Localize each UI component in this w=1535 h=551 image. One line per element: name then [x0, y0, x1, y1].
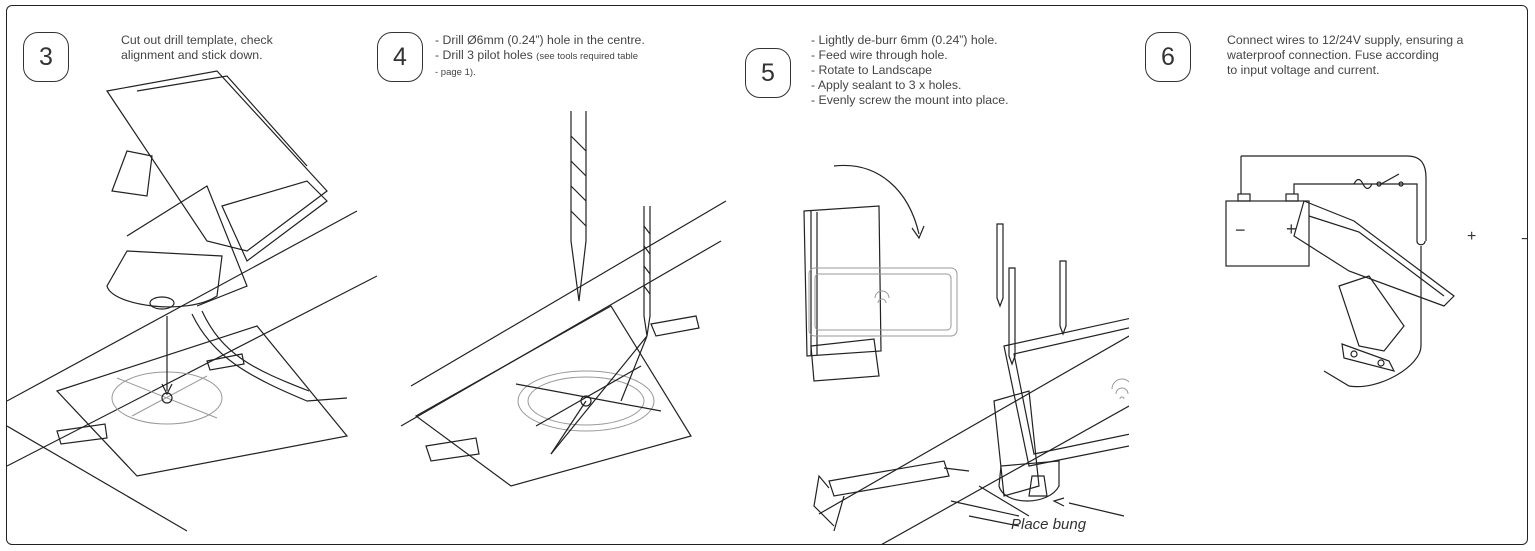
tablet-holder-landscape — [1003, 317, 1129, 467]
step-5-line-1: - Lightly de-burr 6mm (0.24”) hole. — [811, 33, 998, 47]
screw-1-icon — [996, 223, 1004, 308]
tape-strip-right — [206, 353, 245, 371]
tape-strip-left — [425, 437, 480, 462]
supply-positive-label: + — [1467, 228, 1477, 245]
step-4-number-badge: 4 — [377, 32, 423, 82]
rotate-arrow — [833, 164, 920, 235]
mount-cable — [1323, 240, 1426, 388]
tape-strip-left — [56, 423, 108, 445]
tape-strip-right — [650, 315, 700, 337]
tablet-holder — [105, 70, 328, 252]
mount-base — [1341, 343, 1396, 372]
drill-template-sheet — [55, 325, 349, 477]
step-3-illustration — [7, 70, 377, 532]
step-5-line-4: - Apply sealant to 3 x holes. — [811, 78, 962, 92]
place-bung-label: Place bung — [1011, 516, 1087, 533]
step-3-instructions: Cut out drill template, check alignment … — [121, 33, 273, 63]
step-5-instructions: - Lightly de-burr 6mm (0.24”) hole. - Fe… — [811, 33, 1009, 108]
step-4-note-2: - page 1). — [435, 67, 476, 78]
screw-2-icon — [1008, 267, 1016, 366]
mount-base-portrait — [810, 338, 880, 382]
template-circle — [517, 370, 655, 432]
step-6-line-3: to input voltage and current. — [1227, 63, 1380, 77]
step-4-instructions: - Drill Ø6mm (0.24”) hole in the centre.… — [435, 33, 645, 80]
step-4-line-1: - Drill Ø6mm (0.24”) hole in the centre. — [435, 33, 645, 47]
step-6-line-1: Connect wires to 12/24V supply, ensuring… — [1227, 33, 1464, 47]
tilt-knob — [111, 150, 153, 197]
screw-3-icon — [1059, 260, 1067, 336]
cable — [191, 313, 348, 402]
mount-arm — [126, 185, 248, 307]
mount-base — [106, 250, 223, 308]
step-3-number-badge: 3 — [23, 32, 69, 82]
step-3-line-1: Cut out drill template, check — [121, 33, 273, 47]
step-5-line-2: - Feed wire through hole. — [811, 48, 948, 62]
step-6-number-badge: 6 — [1145, 32, 1191, 82]
step-3-line-2: alignment and stick down. — [121, 48, 263, 62]
step-5: 5 - Lightly de-burr 6mm (0.24”) hole. - … — [729, 6, 1129, 544]
sealant-gun-icon — [828, 460, 950, 497]
step-5-line-3: - Rotate to Landscape — [811, 63, 932, 77]
mount-arm — [1338, 275, 1405, 352]
supply-negative-label: − — [1521, 231, 1527, 249]
step-4-note: (see tools required table — [536, 51, 639, 62]
step-4: 4 - Drill Ø6mm (0.24”) hole in the centr… — [361, 6, 731, 544]
mount-base — [998, 460, 1060, 502]
step-5-line-5: - Evenly screw the mount into place. — [811, 93, 1009, 107]
step-6-line-2: waterproof connection. Fuse according — [1227, 48, 1439, 62]
mount-arm — [993, 390, 1040, 497]
drill-template-sheet — [414, 305, 692, 487]
supply-wiring — [1240, 155, 1427, 241]
switch-icon — [1380, 173, 1400, 185]
drill-bit-large-icon — [570, 111, 587, 302]
step-3: 3 Cut out drill template, check alignmen… — [7, 6, 377, 544]
battery-negative-label: − — [1235, 220, 1246, 240]
battery-icon — [1225, 200, 1310, 267]
instruction-panel: 3 Cut out drill template, check alignmen… — [6, 5, 1528, 545]
battery-positive-label: + — [1286, 219, 1297, 239]
step-6-illustration — [1225, 155, 1455, 388]
step-6: 6 Connect wires to 12/24V supply, ensuri… — [1129, 6, 1527, 544]
holder-landscape-outline — [808, 267, 958, 337]
step-6-instructions: Connect wires to 12/24V supply, ensuring… — [1227, 33, 1463, 78]
holder-portrait — [803, 205, 882, 357]
step-5-illustration — [803, 164, 1129, 544]
tablet-holder — [1293, 200, 1455, 307]
centre-hole-icon — [580, 395, 592, 407]
bung-icon — [1028, 475, 1048, 497]
step-4-line-2: - Drill 3 pilot holes — [435, 48, 537, 62]
step-5-number-badge: 5 — [745, 48, 791, 98]
fuse-icon — [1353, 178, 1373, 190]
step-4-illustration — [400, 111, 727, 487]
